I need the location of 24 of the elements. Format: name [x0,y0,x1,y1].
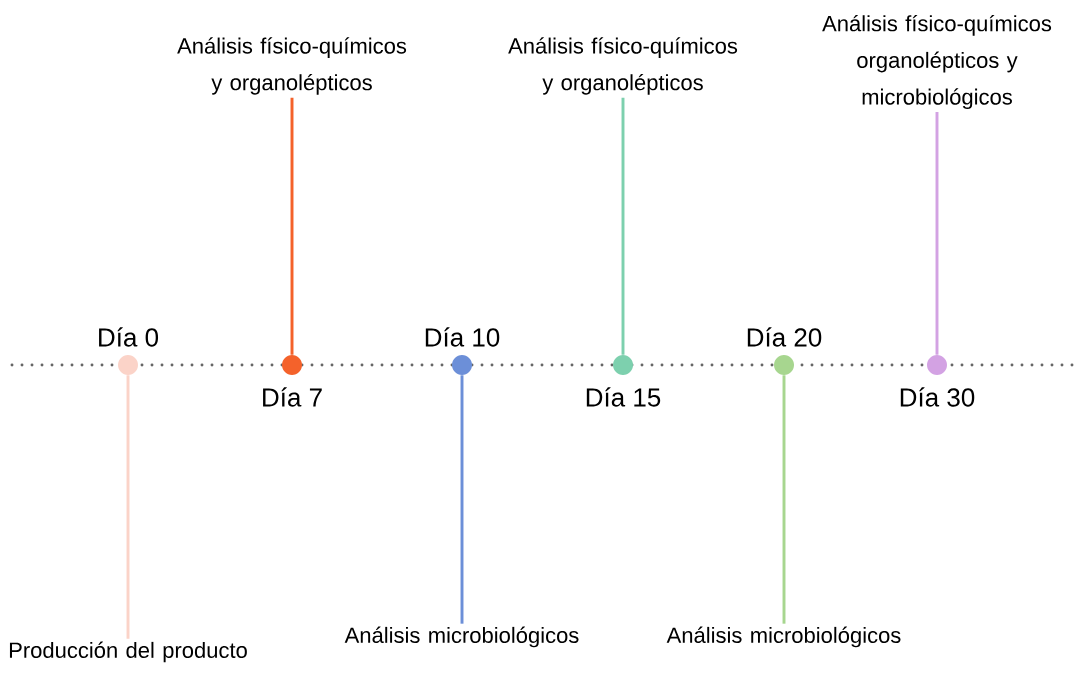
timeline-dot [282,355,302,375]
day-label: Día 30 [900,387,975,407]
description-text: Análisis físico-químicos organolépticos y microbiológicos [822,14,1052,110]
description-text: Producción del producto [9,641,247,663]
day-label: Día 10 [425,327,500,347]
stem-line [621,97,625,355]
day-label: Día 0 [99,327,159,347]
day-label: Día 15 [586,387,661,407]
day-label: Día 7 [263,387,322,407]
description-text: Análisis físico-químicos y organolépticos [177,37,407,95]
day-label: Día 20 [747,327,822,347]
timeline-dot [774,355,794,375]
description-text: Análisis microbiológicos [666,626,901,648]
stem-line [782,375,786,624]
description-text: Análisis físico-químicos y organolépticos [508,37,738,95]
timeline-dot [452,355,472,375]
description-text: Análisis microbiológicos [344,626,579,648]
stem-line [290,97,294,355]
stem-line [935,112,939,355]
timeline-dot [927,355,947,375]
timeline-dot [118,355,138,375]
stem-line [460,375,464,624]
stem-line [126,375,130,639]
timeline-dot [613,355,633,375]
